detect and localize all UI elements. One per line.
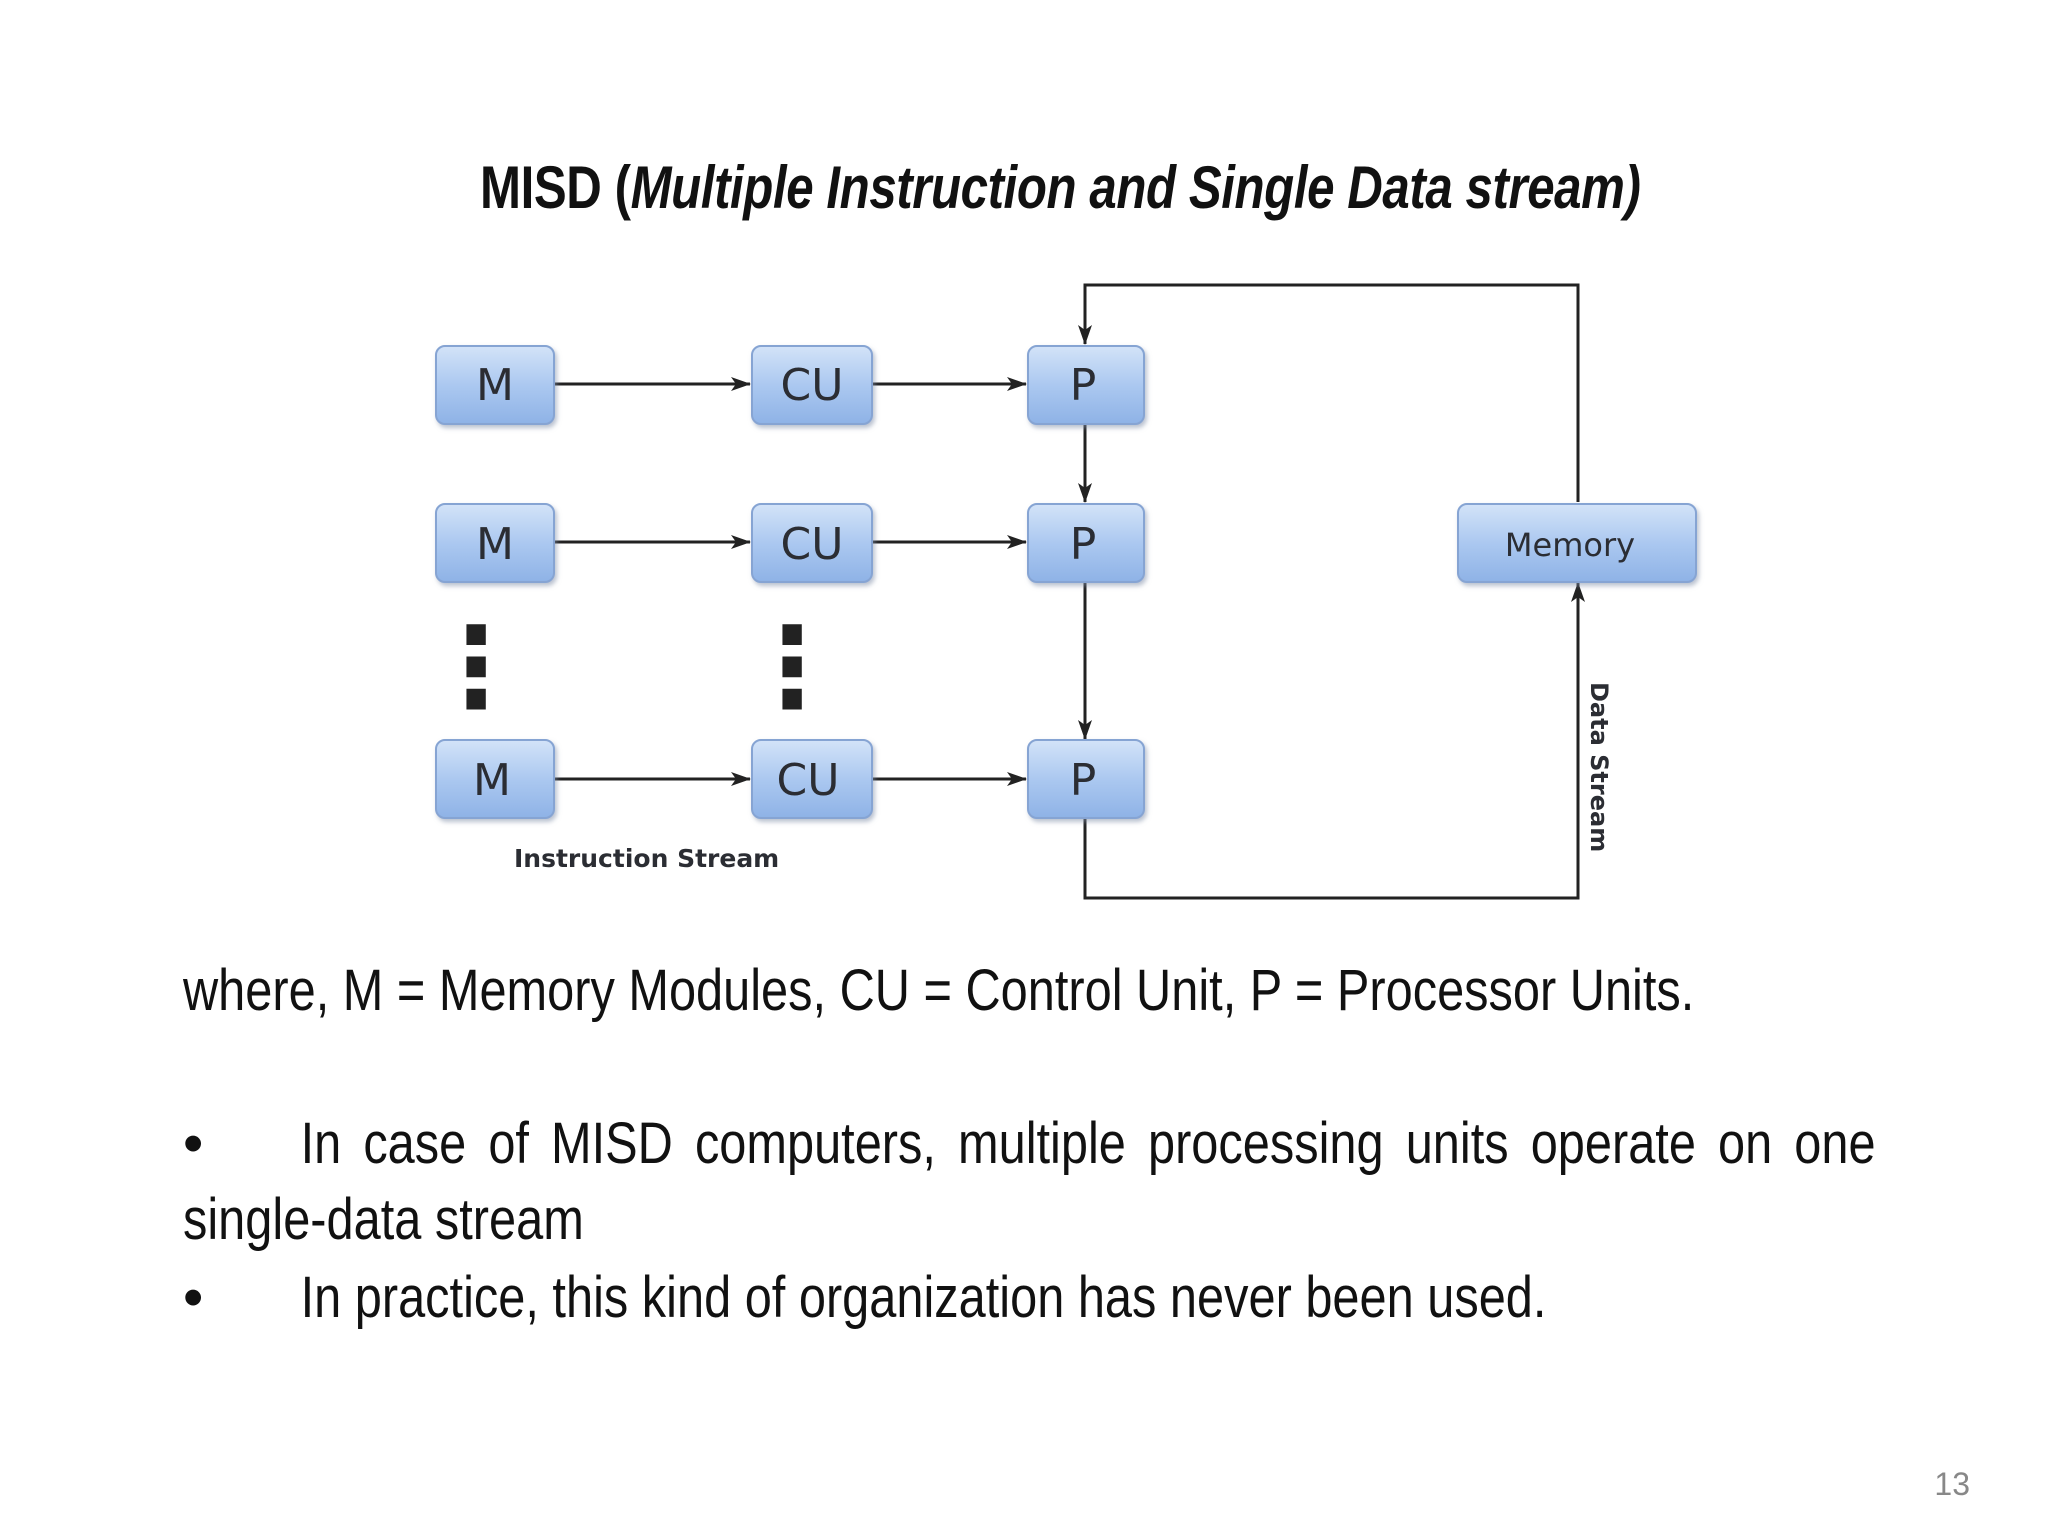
processor-label-2: P (1070, 519, 1097, 570)
bullet-text-wrap-1: In case of MISD computers, multiple proc… (183, 1106, 1876, 1258)
legend-text: where, M = Memory Modules, CU = Control … (183, 958, 1695, 1023)
control-unit-ellipsis: ⋮ (737, 603, 847, 731)
control-unit-box-3: CU (751, 739, 873, 819)
title-prefix: MISD ( (480, 154, 631, 221)
bullet-text-wrap-2: In practice, this kind of organization h… (183, 1260, 1876, 1336)
page-number: 13 (1934, 1466, 1970, 1502)
bullet-text-1: In case of MISD computers, multiple proc… (183, 1111, 1876, 1252)
memory-module-box-2: M (435, 503, 555, 583)
control-unit-label-2: CU (781, 519, 844, 570)
processor-box-2: P (1027, 503, 1145, 583)
control-unit-box-2: CU (751, 503, 873, 583)
processor-box-1: P (1027, 345, 1145, 425)
title-italic: Multiple Instruction and Single Data str… (630, 154, 1641, 221)
memory-module-ellipsis: ⋮ (421, 603, 531, 731)
slide-title: MISD (Multiple Instruction and Single Da… (0, 148, 2048, 228)
memory-module-label-3: M (473, 755, 511, 806)
processor-label-1: P (1070, 360, 1097, 411)
memory-module-box-1: M (435, 345, 555, 425)
processor-label-3: P (1070, 755, 1097, 806)
control-unit-label-1: CU (781, 360, 844, 411)
control-unit-label-3: CU (777, 755, 840, 806)
control-unit-box-1: CU (751, 345, 873, 425)
bullet-text-2: In practice, this kind of organization h… (300, 1265, 1547, 1330)
bullet-dot-1: • (183, 1111, 204, 1176)
slide-title-text: MISD (Multiple Instruction and Single Da… (480, 148, 1641, 228)
processor-box-3: P (1027, 739, 1145, 819)
instruction-stream-label: Instruction Stream (514, 844, 779, 873)
memory-module-label-2: M (476, 519, 514, 570)
memory-box: Memory (1457, 503, 1697, 583)
memory-module-box-3: M (435, 739, 555, 819)
data-stream-label: Data Stream (1585, 682, 1613, 852)
memory-module-label-1: M (476, 360, 514, 411)
connectors (554, 283, 1585, 900)
data-stream-out-line (1083, 582, 1585, 900)
data-stream-in-line (1078, 283, 1580, 502)
memory-label: Memory (1505, 526, 1635, 564)
bullet-dot-2: • (183, 1265, 204, 1330)
